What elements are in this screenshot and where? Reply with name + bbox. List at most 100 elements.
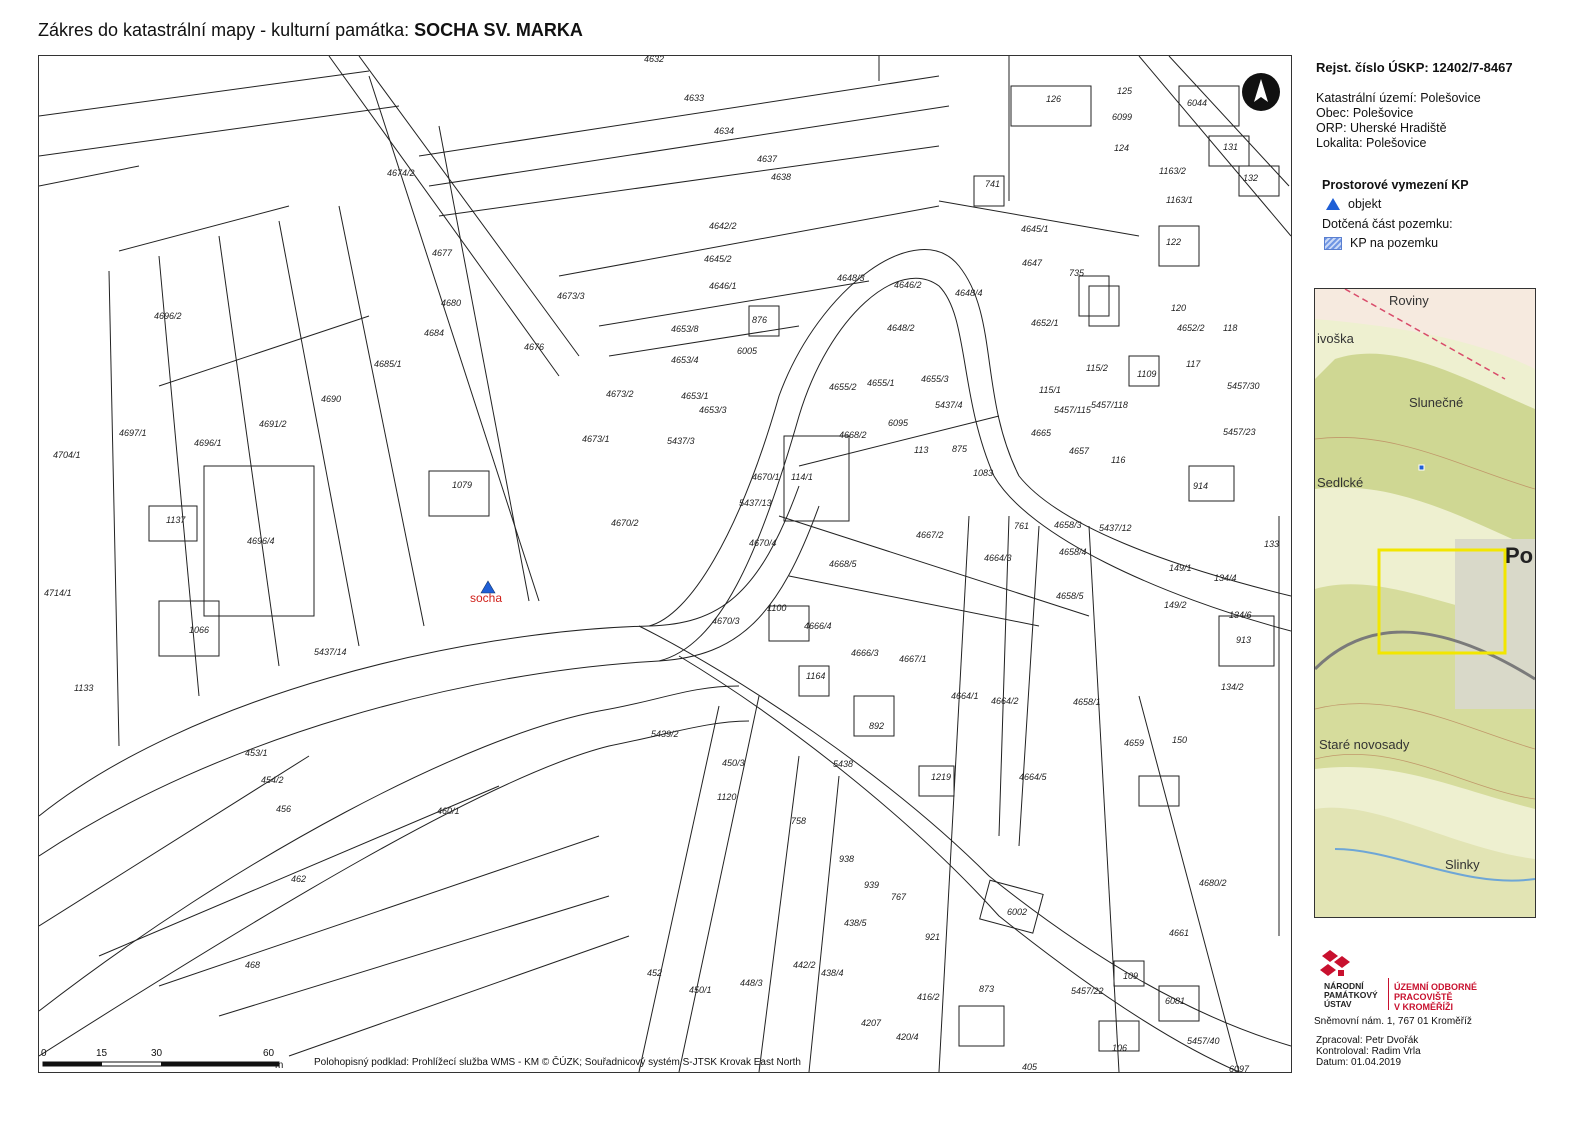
- parcel-label: 149/2: [1164, 600, 1187, 610]
- npu-logo: NÁRODNÍ PAMÁTKOVÝ ÚSTAV ÚZEMNÍ ODBORNÉ P…: [1316, 950, 1536, 1012]
- parcel-label: 4653/1: [681, 391, 709, 401]
- parcel-label: 4677: [432, 248, 453, 258]
- legend-hatch: KP na pozemku: [1324, 236, 1438, 250]
- parcel-label: 4673/2: [606, 389, 634, 399]
- overview-label-roviny: Roviny: [1389, 293, 1429, 308]
- parcel-label: 735: [1069, 268, 1085, 278]
- parcel-label: 4673/1: [582, 434, 610, 444]
- parcel-label: 442/2: [793, 960, 816, 970]
- parcel-label: 4684: [424, 328, 444, 338]
- parcel-label: 5457/115: [1054, 405, 1092, 415]
- orp: ORP: Uherské Hradiště: [1316, 121, 1447, 135]
- parcel-label: 4658/1: [1073, 697, 1101, 707]
- parcel-label: 4664/2: [991, 696, 1019, 706]
- map-credit: Polohopisný podklad: Prohlížecí služba W…: [314, 1055, 801, 1068]
- parcel-label: 4633: [684, 93, 704, 103]
- unit-name: ÚZEMNÍ ODBORNÉ PRACOVIŠTĚ V KROMĚŘÍŽI: [1394, 982, 1536, 1012]
- parcel-label: 4691/2: [259, 419, 287, 429]
- parcel-label: 758: [791, 816, 806, 826]
- parcel-label: 6095: [888, 418, 909, 428]
- parcel-label: 1083: [973, 468, 993, 478]
- parcel-label: 1109: [1137, 369, 1156, 379]
- parcel-label: 4652/2: [1177, 323, 1205, 333]
- monument-marker[interactable]: socha: [470, 580, 502, 605]
- parcel-label: 4658/5: [1056, 591, 1085, 601]
- scale-tick-0: 0: [41, 1048, 47, 1059]
- parcel-label: 4655/3: [921, 374, 949, 384]
- parcel-label: 4648/4: [955, 288, 983, 298]
- parcel-label: 5457/40: [1187, 1036, 1220, 1046]
- location-info: Katastrální území: Polešovice Obec: Pole…: [1316, 91, 1481, 151]
- marker-label: socha: [470, 591, 502, 605]
- parcel-label: 4647: [1022, 258, 1043, 268]
- overview-label-po: Po: [1505, 543, 1533, 568]
- logo-divider: [1388, 978, 1389, 1010]
- parcel-label: 4670/1: [752, 472, 780, 482]
- parcel-label: 106: [1112, 1043, 1127, 1053]
- npu-line-2: PAMÁTKOVÝ: [1324, 990, 1378, 1000]
- hatch-swatch-icon: [1324, 236, 1342, 250]
- parcel-label: 767: [891, 892, 907, 902]
- parcel-label: 134/4: [1214, 573, 1237, 583]
- parcel-label: 939: [864, 880, 879, 890]
- parcel-label: 134/2: [1221, 682, 1244, 692]
- overview-label-ivoska: ivoška: [1317, 331, 1355, 346]
- parcel-label: 4646/1: [709, 281, 737, 291]
- parcel-label: 4696/2: [154, 311, 182, 321]
- parcel-label: 1120: [717, 792, 736, 802]
- parcel-label: 1133: [74, 683, 93, 693]
- parcel-label: 5457/23: [1223, 427, 1256, 437]
- address: Sněmovní nám. 1, 767 01 Kroměříž: [1314, 1016, 1472, 1027]
- parcel-label: 126: [1046, 94, 1061, 104]
- parcel-label: 468: [245, 960, 260, 970]
- parcel-label: 4680/2: [1199, 878, 1227, 888]
- scale-unit: m: [275, 1060, 283, 1071]
- parcel-label: 150: [1172, 735, 1187, 745]
- parcel-label: 420/4: [896, 1032, 919, 1042]
- parcel-label: 6081: [1165, 996, 1185, 1006]
- parcel-label: 4690: [321, 394, 341, 404]
- parcel-label: 4648/3: [837, 273, 865, 283]
- parcel-label: 5437/4: [935, 400, 963, 410]
- parcel-label: 4646/2: [894, 280, 922, 290]
- npu-line-3: ÚSTAV: [1324, 999, 1352, 1009]
- cadastral-map-canvas: 463246334634463746384642/24645/24646/146…: [39, 56, 1291, 1072]
- parcel-label: 1219: [931, 772, 951, 782]
- parcel-label: 450/1: [689, 985, 712, 995]
- overview-extent-frame: [1377, 548, 1507, 655]
- parcel-label: 873: [979, 984, 994, 994]
- cadastral-area: Katastrální území: Polešovice: [1316, 91, 1481, 105]
- parcel-label: 4659: [1124, 738, 1144, 748]
- object-triangle-icon: [1326, 198, 1340, 210]
- parcel-label: 4664/3: [984, 553, 1012, 563]
- parcel-label: 438/5: [844, 918, 868, 928]
- parcel-label: 4664/5: [1019, 772, 1048, 782]
- overview-map[interactable]: Roviny ivoška Slunečné Sedlcké Po Staré …: [1314, 288, 1536, 918]
- parcel-label: 4658/4: [1059, 547, 1087, 557]
- unit-line-1: ÚZEMNÍ ODBORNÉ PRACOVIŠTĚ: [1394, 982, 1477, 1002]
- municipality: Obec: Polešovice: [1316, 106, 1414, 120]
- overview-label-sedlcke: Sedlcké: [1317, 475, 1363, 490]
- monument-name: SOCHA SV. MARKA: [414, 20, 583, 40]
- parcel-label: 4655/1: [867, 378, 895, 388]
- legend-object-label: objekt: [1348, 197, 1382, 211]
- parcel-label: 6097: [1229, 1064, 1250, 1072]
- parcel-label: 132: [1243, 173, 1258, 183]
- parcel-label: 1164: [806, 671, 825, 681]
- parcel-label: 4658/3: [1054, 520, 1082, 530]
- parcel-label: 4652/1: [1031, 318, 1059, 328]
- parcel-label: 448/3: [740, 978, 763, 988]
- parcel-label: 921: [925, 932, 940, 942]
- prepared-by: Zpracoval: Petr Dvořák: [1316, 1035, 1419, 1046]
- parcel-label: 4666/4: [804, 621, 832, 631]
- parcel-label: 938: [839, 854, 854, 864]
- parcel-label: 4668/2: [839, 430, 867, 440]
- parcel-label: 5457/22: [1071, 986, 1104, 996]
- parcel-label: 1066: [189, 625, 209, 635]
- legend-hatch-label: KP na pozemku: [1350, 236, 1439, 250]
- parcel-label: 131: [1223, 142, 1238, 152]
- parcel-label: 4653/3: [699, 405, 727, 415]
- parcel-label: 5437/12: [1099, 523, 1132, 533]
- parcel-label: 113: [914, 445, 928, 455]
